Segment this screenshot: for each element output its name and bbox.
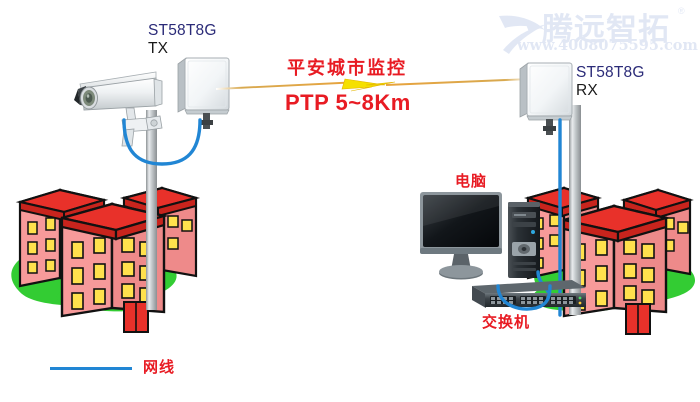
logo-swoosh-icon (499, 15, 547, 54)
link-spec-text: PTP 5~8Km (285, 90, 411, 115)
antenna-panel-tx (177, 57, 230, 129)
tx-model-label: ST58T8G (148, 22, 217, 39)
watermark-brand-text: 腾远智拓 (542, 12, 670, 48)
antenna-panel-rx (519, 62, 573, 135)
desktop-computer-icon (420, 192, 540, 280)
cable-camera-to-tx (122, 118, 202, 166)
tx-direction-label: TX (148, 40, 169, 57)
pole-tx (146, 110, 157, 310)
switch-label: 交换机 (482, 313, 531, 331)
rx-model-label: ST58T8G (576, 64, 645, 81)
registered-mark-icon: ® (678, 6, 685, 16)
legend-cable-swatch (50, 367, 132, 370)
pole-rx (569, 105, 581, 315)
rx-direction-label: RX (576, 82, 598, 99)
link-title-cn: 平安城市监控 (287, 58, 407, 79)
wireless-link-line (215, 78, 531, 92)
brand-watermark: 腾远智拓 ® www.4008075595.com (495, 4, 698, 56)
computer-label: 电脑 (455, 172, 488, 190)
watermark-url-text: www.4008075595.com (517, 37, 698, 54)
lightning-bolt-icon (341, 78, 396, 92)
legend-cable-label: 网线 (143, 358, 176, 376)
cable-switch-to-rx (496, 284, 552, 311)
